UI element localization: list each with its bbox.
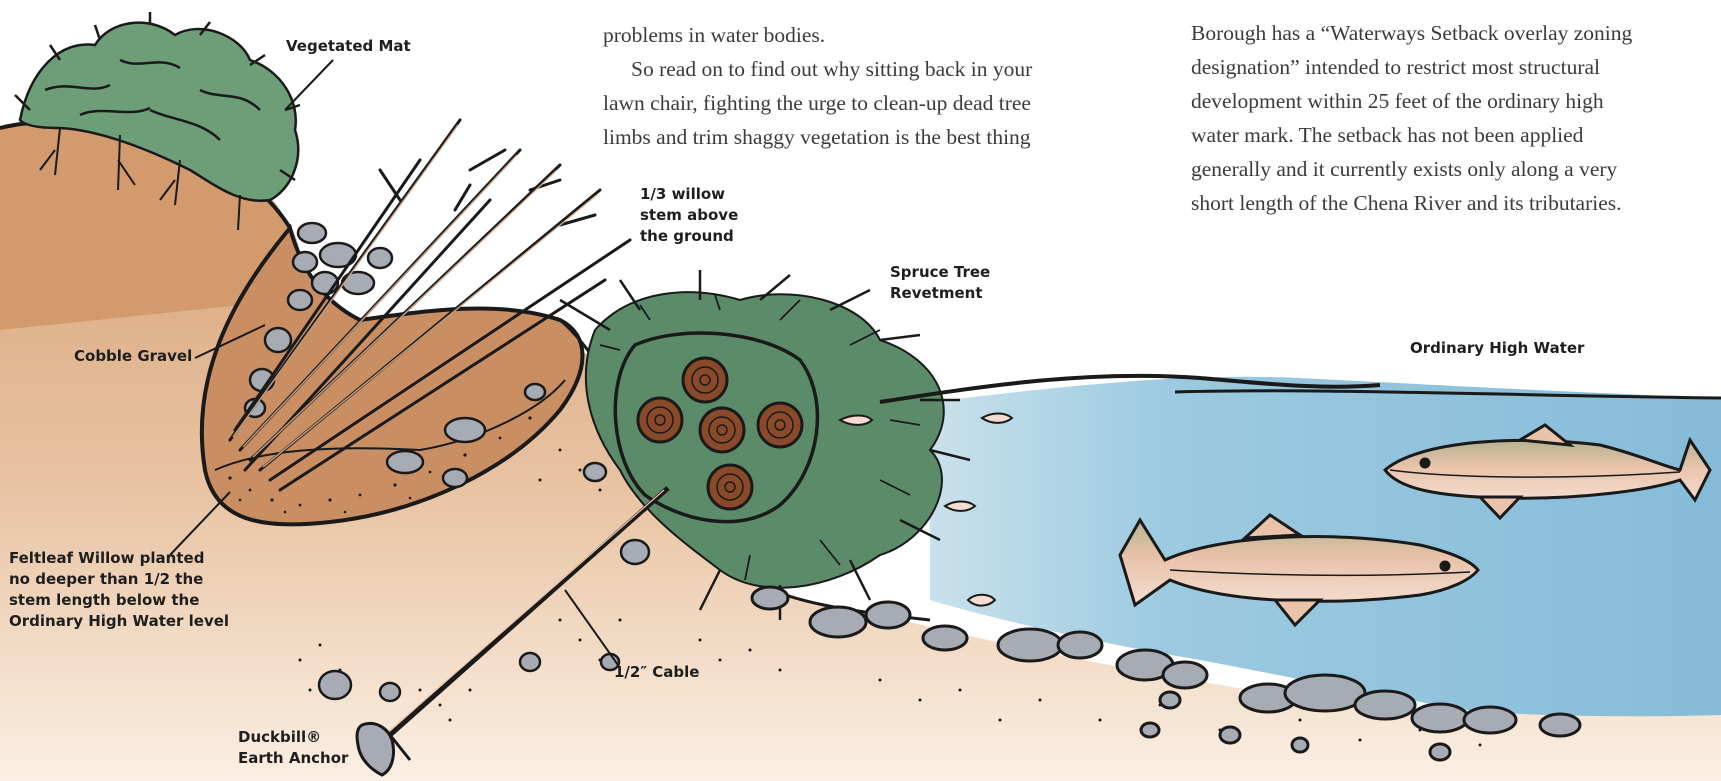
label-line: Earth Anchor — [238, 748, 348, 769]
log — [683, 358, 727, 402]
paragraph-line: Borough has a “Waterways Setback overlay… — [1191, 16, 1632, 50]
paragraph-line: lawn chair, fighting the urge to clean-u… — [603, 86, 1032, 120]
label-line: no deeper than 1/2 the — [9, 569, 229, 590]
label-duckbill-earth-anchor: Duckbill® Earth Anchor — [238, 727, 348, 769]
paragraph-line: So read on to find out why sitting back … — [603, 52, 1032, 86]
label-line: stem length below the — [9, 590, 229, 611]
paragraph-line: development within 25 feet of the ordina… — [1191, 84, 1632, 118]
label-line: stem above — [640, 205, 738, 226]
label-cable: 1/2″ Cable — [614, 662, 699, 683]
paragraph-line: short length of the Chena River and its … — [1191, 186, 1632, 220]
label-line: Spruce Tree — [890, 262, 990, 283]
label-ordinary-high-water: Ordinary High Water — [1410, 338, 1584, 359]
label-line: Revetment — [890, 283, 990, 304]
article-right-column: Borough has a “Waterways Setback overlay… — [1191, 16, 1632, 220]
label-feltleaf-willow: Feltleaf Willow planted no deeper than 1… — [9, 548, 229, 632]
label-vegetated-mat: Vegetated Mat — [286, 36, 411, 57]
label-cobble-gravel: Cobble Gravel — [74, 346, 192, 367]
paragraph-line: limbs and trim shaggy vegetation is the … — [603, 120, 1032, 154]
label-willow-stem: 1/3 willow stem above the ground — [640, 184, 738, 247]
paragraph-line: water mark. The setback has not been app… — [1191, 118, 1632, 152]
log — [708, 465, 752, 509]
paragraph-line: problems in water bodies. — [603, 18, 1032, 52]
label-line: the ground — [640, 226, 738, 247]
paragraph-line: generally and it currently exists only a… — [1191, 152, 1632, 186]
label-line: Duckbill® — [238, 727, 348, 748]
label-line: Ordinary High Water level — [9, 611, 229, 632]
log — [758, 403, 802, 447]
article-left-column: problems in water bodies. So read on to … — [603, 18, 1032, 154]
paragraph-line: designation” intended to restrict most s… — [1191, 50, 1632, 84]
label-line: Feltleaf Willow planted — [9, 548, 229, 569]
label-spruce-tree-revetment: Spruce Tree Revetment — [890, 262, 990, 304]
log — [700, 408, 744, 452]
label-line: 1/3 willow — [640, 184, 738, 205]
log — [638, 398, 682, 442]
